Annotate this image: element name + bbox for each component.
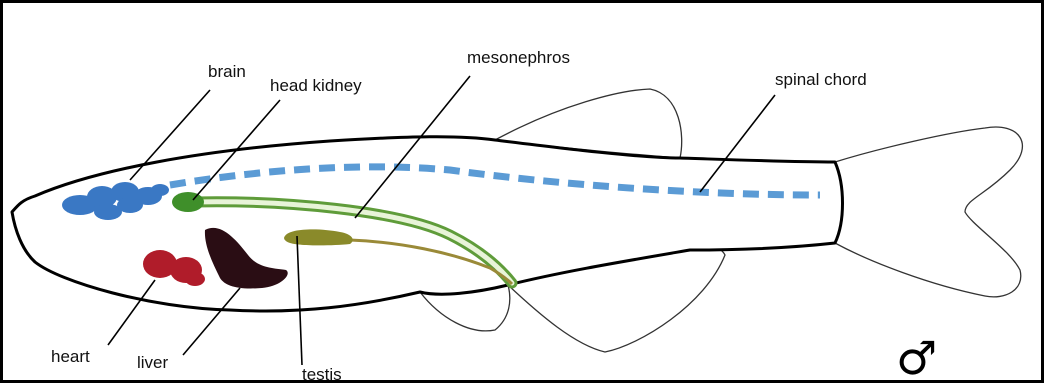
spinal-chord-label: spinal chord (775, 70, 867, 89)
heart-label: heart (51, 347, 90, 366)
liver-label: liver (137, 353, 169, 372)
brain-label: brain (208, 62, 246, 81)
testis-label: testis (302, 365, 342, 380)
head-kidney-organ (172, 192, 204, 212)
head-kidney-label: head kidney (270, 76, 362, 95)
male-symbol: ♂ (896, 331, 937, 380)
fish-diagram: brain head kidney mesonephros spinal cho… (3, 3, 1041, 380)
tail-fin (835, 127, 1022, 297)
mesonephros-label: mesonephros (467, 48, 570, 67)
